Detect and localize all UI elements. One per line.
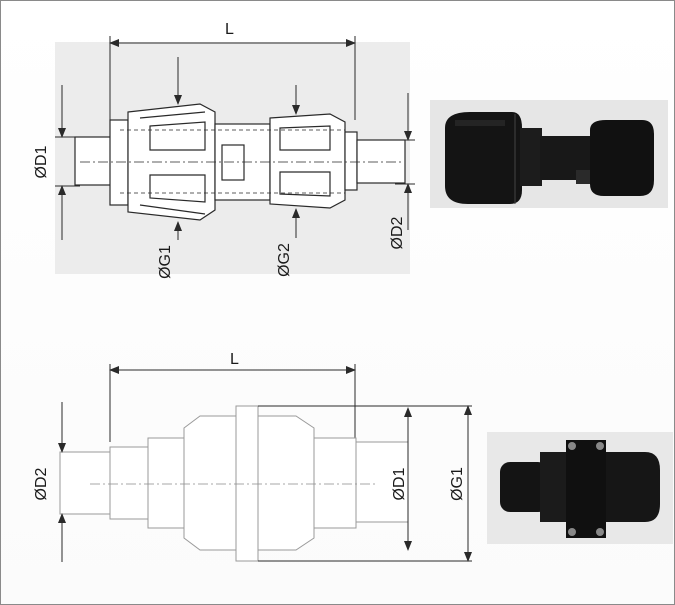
- bottom-panel: L ØD2 ØD1: [0, 302, 675, 604]
- g1-label: ØG1: [157, 245, 174, 279]
- length-dimension: [109, 364, 356, 442]
- flanged-coupling-photo: [487, 432, 673, 544]
- length-label: L: [230, 351, 239, 368]
- d1-dimension: [55, 85, 80, 240]
- g2-label: ØG2: [276, 243, 293, 277]
- bottom-drawing: L ØD2 ØD1: [33, 351, 673, 562]
- d2-label: ØD2: [389, 216, 406, 249]
- d1-label: ØD1: [33, 145, 50, 178]
- top-panel: L: [0, 0, 675, 302]
- g1-dimension: [258, 405, 472, 562]
- reducing-coupling-photo: [430, 100, 668, 208]
- d2-dimension: [395, 93, 415, 230]
- length-label: L: [225, 21, 234, 38]
- flanged-coupling-outline: [59, 405, 409, 562]
- g1-label: ØG1: [449, 467, 466, 501]
- d1-label: ØD1: [391, 467, 408, 500]
- d2-label: ØD2: [33, 467, 50, 500]
- length-dimension: [109, 36, 356, 120]
- coupling-outline: [74, 103, 406, 221]
- top-drawing: L: [33, 21, 668, 279]
